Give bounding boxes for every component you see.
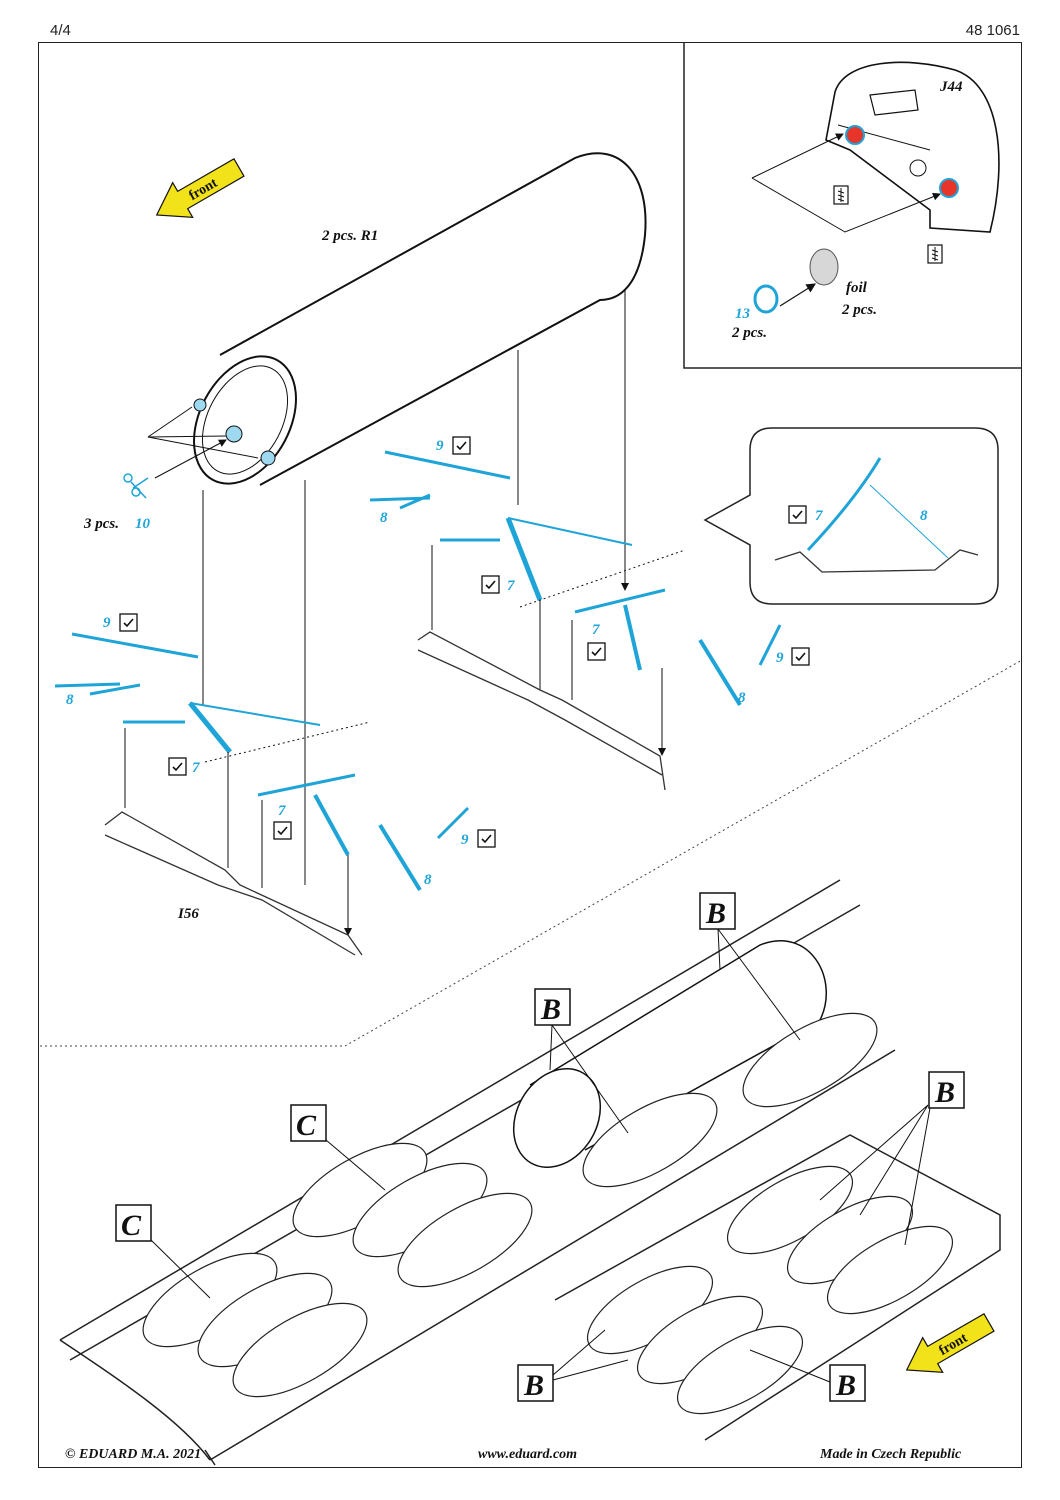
part-label: 9	[436, 438, 444, 454]
red-marker	[845, 125, 865, 145]
bend-check-icon	[168, 757, 187, 776]
scissors-icon	[123, 473, 149, 499]
part-label: 9	[461, 832, 469, 848]
inset-part-label: J44	[939, 79, 963, 95]
svg-text:B: B	[540, 993, 561, 1026]
red-marker	[939, 178, 959, 198]
part-label: 8	[66, 692, 74, 708]
detail-part-8: 8	[920, 508, 928, 524]
callout-box-c: C	[115, 1204, 211, 1299]
origin-text: Made in Czech Republic	[819, 1447, 962, 1462]
ring-part	[753, 284, 779, 314]
bend-check-icon	[481, 575, 500, 594]
svg-text:C: C	[296, 1109, 317, 1142]
front-arrow-icon: front	[155, 158, 245, 218]
bend-check-icon	[452, 436, 471, 455]
rail-part	[417, 631, 666, 791]
bracket-group-right: 9 8 7 7 9 8	[369, 436, 810, 791]
callout-box-b: B	[699, 892, 801, 1041]
ring-qty-label: 2 pcs.	[731, 325, 767, 341]
bomb-bay-assembly: B B B B B C C	[59, 879, 1001, 1466]
tank-label: 2 pcs. R1	[321, 228, 378, 244]
part-label: 8	[738, 690, 746, 706]
bend-check-icon	[587, 642, 606, 661]
foil-label: foil	[846, 280, 868, 296]
instruction-frame	[38, 42, 1022, 1468]
bend-check-icon	[788, 505, 807, 524]
ring-part-number: 13	[735, 306, 751, 322]
svg-text:B: B	[523, 1369, 544, 1402]
bend-check-icon	[791, 647, 810, 666]
bend-check-icon	[119, 613, 138, 632]
catalog-number: 48 1061	[965, 22, 1020, 39]
rail-part	[104, 811, 363, 956]
detail-callout: 7 8	[703, 427, 999, 605]
part-label: 7	[507, 578, 515, 594]
front-arrow-icon: front	[905, 1313, 995, 1373]
part-label: 8	[424, 872, 432, 888]
part-label: 8	[380, 510, 388, 526]
part-label: 7	[192, 760, 200, 776]
detail-part-7: 7	[815, 508, 823, 524]
bend-check-icon	[273, 821, 292, 840]
bracket-group-left: 9 8 7 7 9 8 I56	[54, 613, 496, 956]
bend-check-icon	[477, 829, 496, 848]
svg-text:B: B	[835, 1369, 856, 1402]
svg-text:C: C	[121, 1209, 142, 1242]
drill-icon	[927, 244, 943, 264]
callout-box-b: B	[534, 988, 629, 1134]
callout-box-b: B	[517, 1329, 629, 1402]
foil-qty-label: 2 pcs.	[841, 302, 877, 318]
part-label: 9	[103, 615, 111, 631]
copyright-text: © EDUARD M.A. 2021	[65, 1447, 201, 1462]
page-number: 4/4	[50, 22, 71, 39]
callout-box-b: B	[749, 1349, 866, 1402]
scissors-part-number: 10	[135, 516, 151, 532]
inset-panel: J44 foil 2 pcs. 13 2 pcs.	[683, 43, 1021, 369]
callout-box-b: B	[819, 1071, 965, 1246]
foil-disc	[809, 248, 839, 286]
callout-box-c: C	[290, 1104, 386, 1191]
part-label: 9	[776, 650, 784, 666]
part-label: 7	[592, 622, 600, 638]
svg-text:B: B	[934, 1076, 955, 1109]
tank-part: 2 pcs. R1	[193, 152, 647, 486]
website-text: www.eduard.com	[478, 1447, 577, 1462]
scissors-qty-label: 3 pcs.	[83, 516, 119, 532]
part-label: 7	[278, 803, 286, 819]
drill-icon	[833, 185, 849, 205]
svg-text:B: B	[705, 897, 726, 930]
section-divider	[40, 659, 1023, 1047]
rail-part-label: I56	[177, 906, 199, 922]
bulkhead-part	[825, 61, 1000, 233]
